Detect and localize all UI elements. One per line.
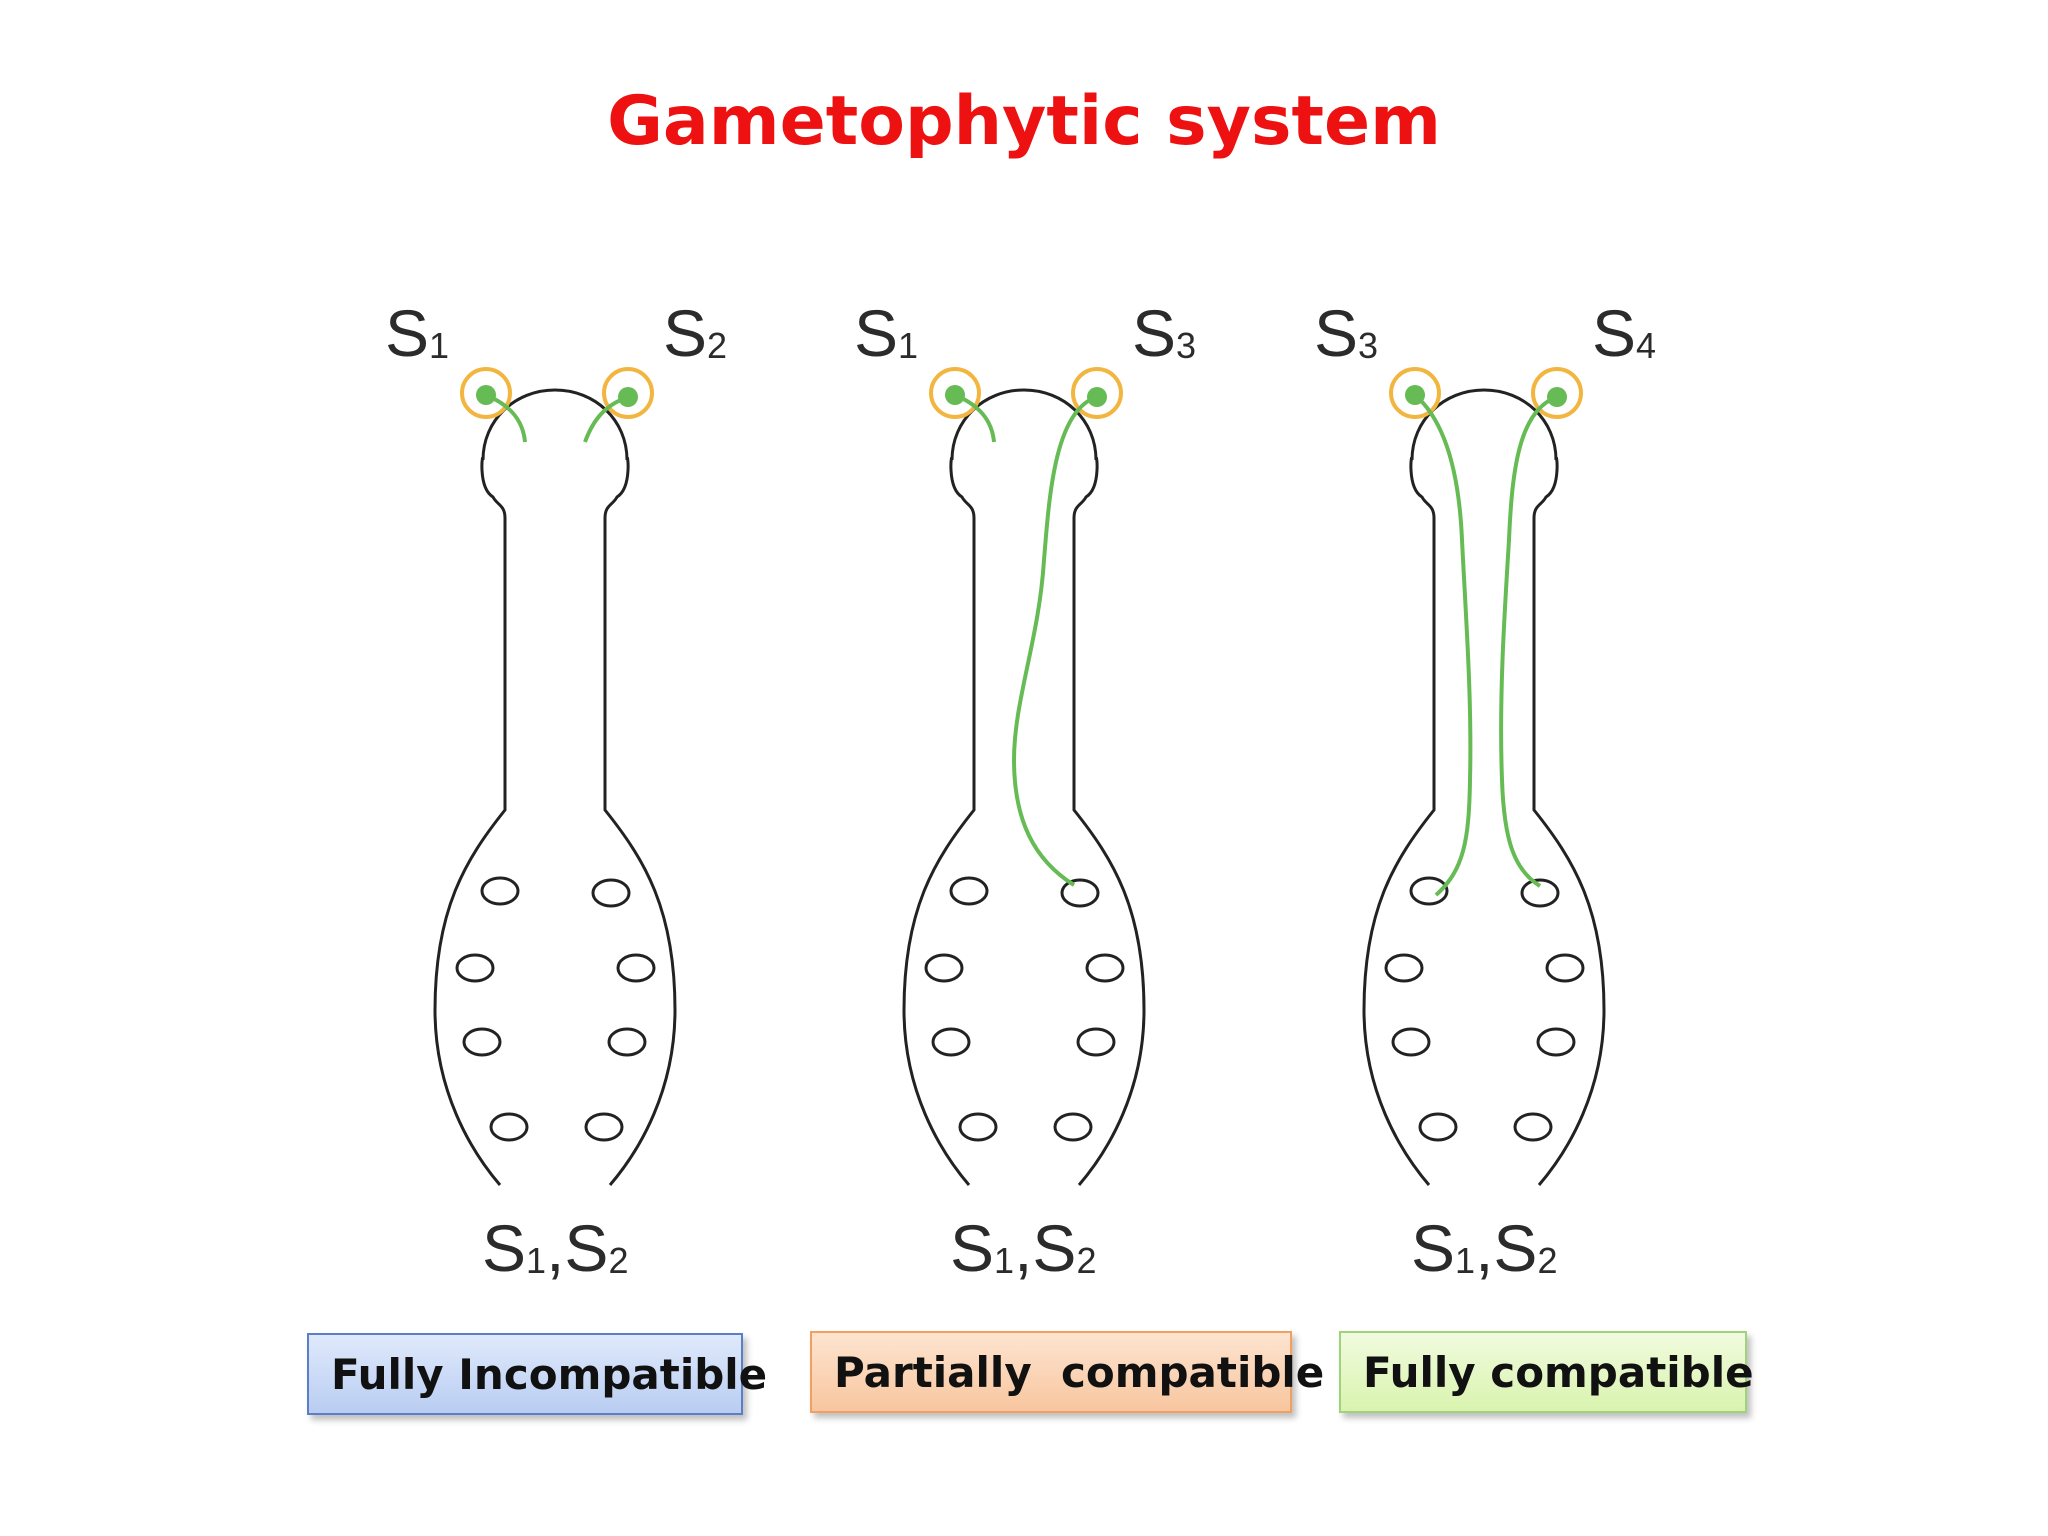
pollen-label-left-1: S1 [385, 296, 450, 370]
pollen-label-left-2: S1 [854, 296, 919, 370]
outcome-box-fully-incompatible: Fully Incompatible [307, 1333, 767, 1415]
pistil-2 [902, 367, 1146, 1187]
pollen-label-left-3: S3 [1314, 296, 1379, 370]
pistil-3 [1362, 367, 1606, 1187]
outcome-box-fully-compatible: Fully compatible [1339, 1331, 1754, 1413]
outcome-box-partially-compatible: Partially compatible [810, 1331, 1324, 1413]
pollen-label-right-2: S3 [1132, 296, 1197, 370]
pistil-genotype-2: S1,S2 [950, 1211, 1097, 1285]
page-title: Gametophytic system [607, 82, 1441, 161]
outcome-label: Fully compatible [1363, 1347, 1754, 1397]
pollen-label-right-3: S4 [1592, 296, 1657, 370]
pistil-genotype-3: S1,S2 [1411, 1211, 1558, 1285]
pistil-1 [433, 367, 677, 1187]
outcome-label: Partially compatible [834, 1347, 1325, 1397]
pistil-genotype-1: S1,S2 [482, 1211, 629, 1285]
pollen-label-right-1: S2 [663, 296, 728, 370]
outcome-label: Fully Incompatible [331, 1349, 768, 1399]
